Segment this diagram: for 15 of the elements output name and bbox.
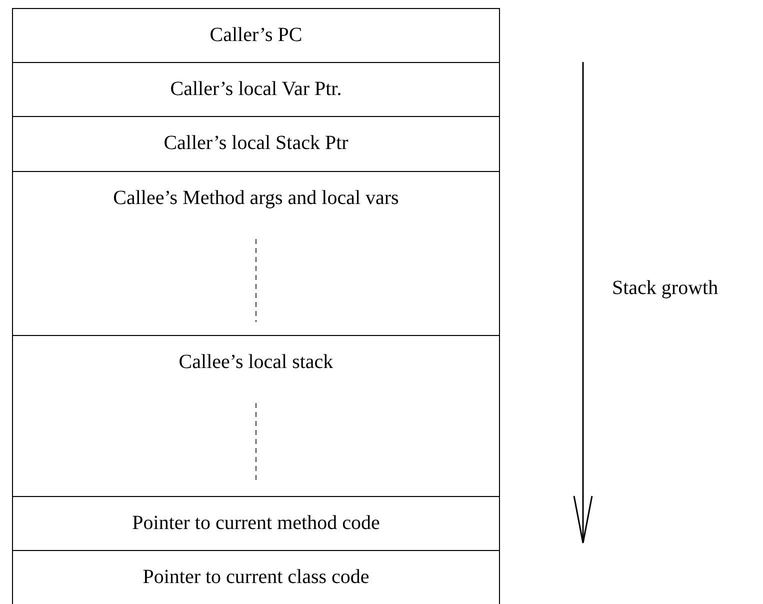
stack-frame-slot [12, 116, 500, 171]
slot-label: Caller’s local Stack Ptr [164, 131, 348, 155]
slot-label: Caller’s local Var Ptr. [170, 77, 342, 101]
stack-frame-slot [12, 171, 500, 335]
stack-frame-slot [12, 8, 500, 62]
direction-label: Stack growth [612, 276, 718, 300]
stack-frame-slot [12, 335, 500, 496]
slot-label: Callee’s local stack [178, 350, 334, 374]
slot-label: Pointer to current method code [132, 511, 380, 535]
slot-label: Caller’s PC [210, 23, 302, 47]
slot-label: Callee’s Method args and local vars [113, 186, 399, 210]
stack-frame-slot [12, 496, 500, 550]
slot-label: Pointer to current class code [142, 565, 370, 589]
stack-frame-slot [12, 550, 500, 604]
stack-frame-slot [12, 62, 500, 116]
